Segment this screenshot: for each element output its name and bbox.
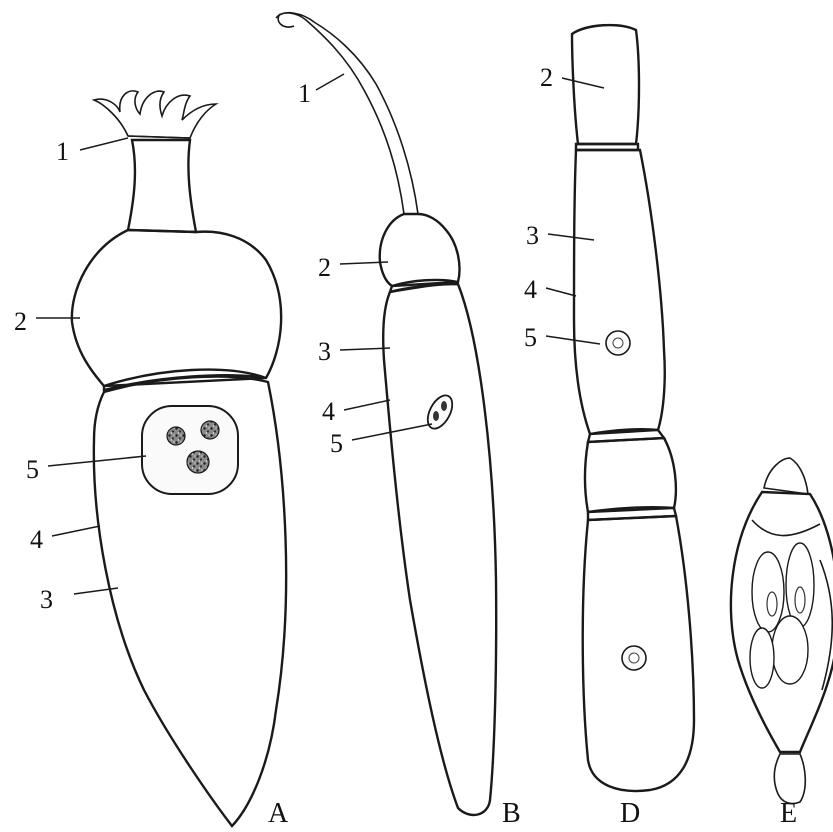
organism-a-neck [128,140,196,232]
panel-label-b: B [502,798,521,829]
label-a-1: 1 [56,137,69,166]
organism-a-protomerite [72,230,281,386]
organism-e-bottom-pole [774,754,805,804]
label-d-4: 4 [524,275,537,304]
part-labels: 1 2 5 4 3 1 2 3 4 5 2 3 4 5 [14,63,604,614]
organism-a-epimerite [94,91,216,138]
organism-e [731,458,833,804]
label-b-5: 5 [330,429,343,458]
organism-b-nucleus [423,391,458,432]
label-b-1: 1 [298,79,311,108]
panel-label-d: D [620,798,640,829]
label-b-3: 3 [318,337,331,366]
organism-b [276,13,496,815]
organism-d-deutomerite-1 [574,150,665,434]
organism-e-top-pole [764,458,808,494]
label-a-5: 5 [26,455,39,484]
organism-b-epimerite [276,13,418,214]
organism-a [72,91,286,826]
label-a-2: 2 [14,307,27,336]
organism-b-deutomerite [383,284,496,815]
panel-label-a: A [268,798,289,829]
label-b-2: 2 [318,253,331,282]
organism-a-nucleus [142,406,238,494]
label-d-2: 2 [540,63,553,92]
organism-d-protomerite-1 [572,25,639,144]
organism-d-protomerite-2 [585,438,676,512]
organism-b-protomerite [380,214,460,286]
label-d-3: 3 [526,221,539,250]
label-d-5: 5 [524,323,537,352]
panel-letters: A B D E [268,798,797,829]
label-a-3: 3 [40,585,53,614]
panel-label-e: E [780,798,797,829]
organism-d [572,25,694,791]
label-b-4: 4 [322,397,335,426]
label-a-4: 4 [30,525,43,554]
